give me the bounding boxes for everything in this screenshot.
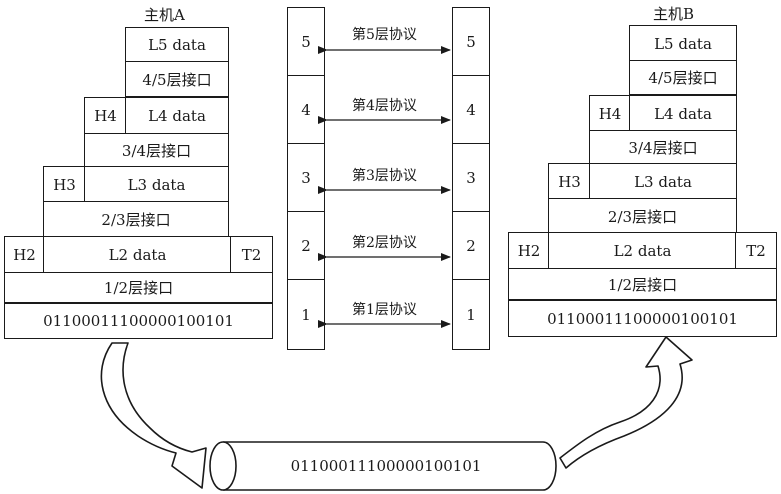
host-a-l4-data: L4 data [125, 97, 229, 135]
host-b-3-4-interface: 3/4层接口 [589, 130, 737, 165]
protocol-label-5: 第5层协议 [352, 27, 417, 43]
medium-bitstream: 01100011100000100101 [291, 457, 482, 475]
host-b-l3-data: L3 data [589, 163, 737, 200]
host-a-h3-header: H3 [43, 166, 86, 203]
host-a-bitstream: 01100011100000100101 [4, 303, 273, 339]
host-b-4-5-interface: 4/5层接口 [629, 60, 737, 95]
host-b-h2-header: H2 [508, 232, 550, 270]
up-flow-arrow [559, 336, 693, 469]
right-layer-3: 3 [452, 143, 490, 213]
host-a-l2-data: L2 data [43, 236, 232, 274]
host-a-1-2-interface: 1/2层接口 [4, 272, 273, 303]
transmission-medium-cylinder [209, 441, 557, 491]
host-b-1-2-interface: 1/2层接口 [508, 268, 777, 300]
protocol-label-1: 第1层协议 [352, 302, 417, 318]
host-a-2-3-interface: 2/3层接口 [43, 201, 229, 238]
left-layer-1: 1 [287, 279, 325, 350]
host-b-l2-data: L2 data [548, 232, 737, 270]
protocol-label-4: 第4层协议 [352, 98, 417, 114]
right-layer-2: 2 [452, 211, 490, 281]
host-a-h2-header: H2 [4, 236, 45, 274]
host-a-title: 主机A [144, 6, 185, 24]
host-a-l3-data: L3 data [84, 166, 229, 203]
left-layer-3: 3 [287, 143, 325, 213]
right-layer-1: 1 [452, 279, 490, 350]
right-layer-5: 5 [452, 7, 490, 77]
host-b-bitstream: 01100011100000100101 [508, 300, 777, 337]
left-layer-4: 4 [287, 75, 325, 145]
host-a-3-4-interface: 3/4层接口 [84, 133, 229, 168]
host-b-h4-header: H4 [589, 95, 631, 132]
host-b-h3-header: H3 [548, 163, 591, 200]
down-flow-arrow [100, 342, 207, 489]
left-layer-2: 2 [287, 211, 325, 281]
protocol-label-3: 第3层协议 [352, 168, 417, 184]
host-b-t2-trailer: T2 [735, 232, 777, 270]
host-a-t2-trailer: T2 [230, 236, 273, 274]
host-b-l5-data: L5 data [629, 25, 737, 62]
host-a-4-5-interface: 4/5层接口 [125, 61, 229, 97]
protocol-label-2: 第2层协议 [352, 235, 417, 251]
host-b-title: 主机B [653, 5, 695, 23]
right-layer-4: 4 [452, 75, 490, 145]
